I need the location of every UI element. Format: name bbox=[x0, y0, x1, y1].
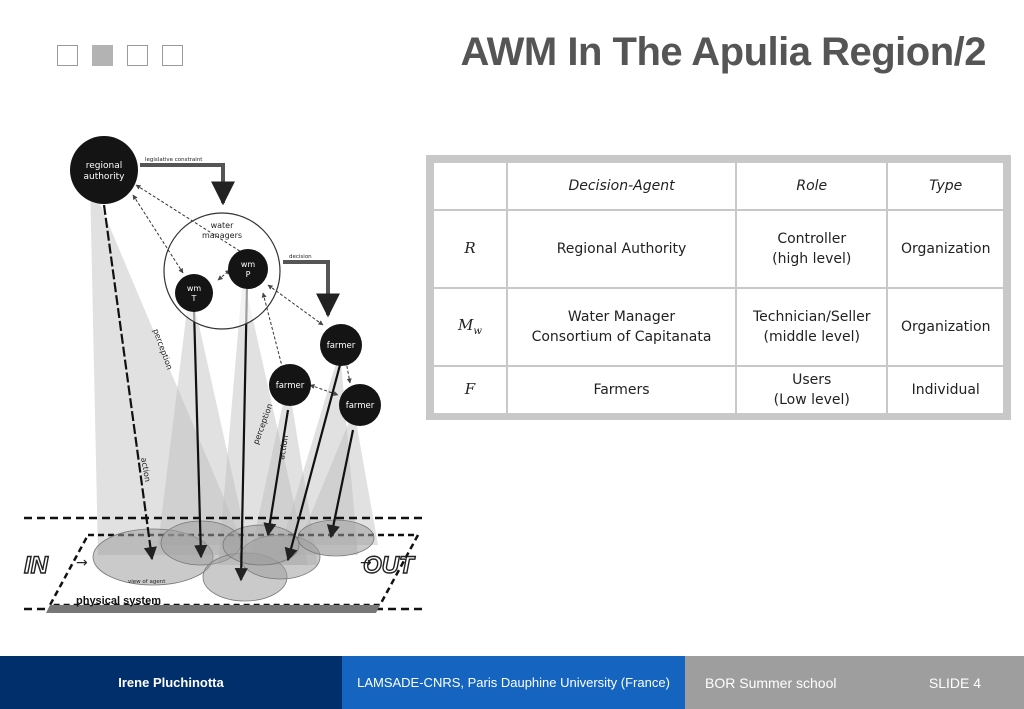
symbol-cell: Mw bbox=[432, 287, 508, 367]
slide-number: SLIDE 4 bbox=[928, 675, 981, 691]
physical-system-label: physical system bbox=[76, 595, 161, 607]
decision-arrow bbox=[283, 260, 340, 318]
type-cell: Individual bbox=[886, 365, 1005, 415]
svg-text:→: → bbox=[360, 555, 372, 571]
legislative-constraint-label: legislative constraint bbox=[145, 157, 203, 163]
header-role: Role bbox=[735, 161, 889, 211]
node-regional-authority: regional authority bbox=[70, 136, 138, 204]
node-wm-t: wm T bbox=[175, 274, 213, 312]
in-label: IN bbox=[24, 552, 49, 579]
footer-affiliation: LAMSADE-CNRS, Paris Dauphine University … bbox=[342, 656, 685, 709]
svg-text:farmer: farmer bbox=[276, 381, 305, 391]
footer-author: Irene Pluchinotta bbox=[0, 656, 342, 709]
type-cell: Organization bbox=[886, 287, 1005, 367]
svg-text:managers: managers bbox=[202, 231, 242, 240]
symbol-cell: R bbox=[432, 209, 508, 289]
node-wm-p: wm P bbox=[228, 249, 268, 289]
regional-authority-label: regional bbox=[86, 161, 122, 171]
svg-text:water: water bbox=[211, 221, 235, 230]
action-label: action bbox=[139, 457, 152, 483]
indicator-square bbox=[162, 45, 183, 66]
indicator-square bbox=[57, 45, 78, 66]
svg-text:farmer: farmer bbox=[327, 341, 356, 351]
footer-event: BOR Summer school bbox=[705, 675, 837, 691]
role-cell: Controller(high level) bbox=[735, 209, 889, 289]
physical-system-edge bbox=[46, 605, 380, 613]
footer-event-block: BOR Summer school SLIDE 4 bbox=[685, 656, 1024, 709]
role-cell: Technician/Seller(middle level) bbox=[735, 287, 889, 367]
agent-cell: Regional Authority bbox=[505, 209, 738, 289]
slide-title: AWM In The Apulia Region/2 bbox=[460, 30, 986, 74]
svg-text:T: T bbox=[191, 294, 197, 303]
footer: Irene Pluchinotta LAMSADE-CNRS, Paris Da… bbox=[0, 656, 1024, 709]
indicator-square-active bbox=[92, 45, 113, 66]
header-cell bbox=[432, 161, 508, 211]
svg-text:authority: authority bbox=[83, 172, 125, 182]
header-decision-agent: Decision-Agent bbox=[505, 161, 738, 211]
table-row: F Farmers Users(Low level) Individual bbox=[432, 365, 1005, 415]
view-of-agent-label: view of agent bbox=[128, 579, 166, 585]
table-header-row: Decision-Agent Role Type bbox=[432, 161, 1005, 211]
agent-table: Decision-Agent Role Type R Regional Auth… bbox=[432, 161, 1005, 415]
svg-text:→: → bbox=[76, 555, 88, 571]
out-label: OUT bbox=[363, 552, 416, 579]
agent-table-frame: Decision-Agent Role Type R Regional Auth… bbox=[426, 155, 1011, 420]
role-cell: Users(Low level) bbox=[735, 365, 889, 415]
indicator-square bbox=[127, 45, 148, 66]
type-cell: Organization bbox=[886, 209, 1005, 289]
agent-cell: Farmers bbox=[505, 365, 738, 415]
node-farmer-1: farmer bbox=[320, 324, 362, 366]
header-type: Type bbox=[886, 161, 1005, 211]
node-farmer-3: farmer bbox=[339, 384, 381, 426]
legislative-constraint-arrow bbox=[140, 163, 235, 206]
table-row: R Regional Authority Controller(high lev… bbox=[432, 209, 1005, 289]
node-farmer-2: farmer bbox=[269, 364, 311, 406]
symbol-cell: F bbox=[432, 365, 508, 415]
slide-indicator bbox=[57, 45, 183, 66]
interaction-arrows bbox=[132, 184, 352, 396]
svg-text:wm: wm bbox=[241, 260, 256, 269]
svg-text:wm: wm bbox=[187, 284, 202, 293]
action-label: action bbox=[277, 435, 290, 461]
decision-label: decision bbox=[289, 254, 312, 260]
action-arrows bbox=[102, 204, 355, 582]
agent-diagram: regional authority wm T wm P farmer farm… bbox=[23, 136, 426, 613]
svg-text:P: P bbox=[246, 270, 251, 279]
svg-text:farmer: farmer bbox=[346, 401, 375, 411]
